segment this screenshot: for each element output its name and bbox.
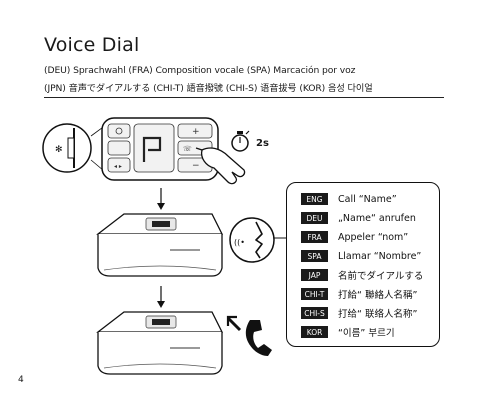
language-code: CHI-T <box>301 288 328 300</box>
flow-arrow-2 <box>157 286 165 308</box>
command-row-chi-t: CHI-T 打給“ 聯絡人名稱” <box>301 287 417 301</box>
flow-arrow-1 <box>157 188 165 210</box>
command-row-jap: JAP 名前でダイアルする <box>301 268 423 282</box>
speaker-device-1 <box>98 214 222 276</box>
command-row-fra: FRA Appeler “nom” <box>301 230 408 244</box>
svg-text:☏: ☏ <box>183 145 192 153</box>
language-code: ENG <box>301 193 328 205</box>
command-row-kor: KOR “이름” 부르기 <box>301 325 395 339</box>
command-row-spa: SPA Llamar “Nombre” <box>301 249 421 263</box>
language-code: FRA <box>301 231 328 243</box>
command-row-chi-s: CHI-S 打给“ 联络人名称” <box>301 306 417 320</box>
side-button-zoom: ✻ <box>43 122 110 176</box>
svg-text:◂ ▸: ◂ ▸ <box>114 163 122 170</box>
speaker-device-2 <box>98 312 222 374</box>
svg-text:((•: ((• <box>234 238 245 247</box>
language-code: KOR <box>301 326 328 338</box>
language-code: CHI-S <box>301 307 328 319</box>
stopwatch-icon <box>232 131 249 151</box>
volume-plus-label: + <box>192 127 200 137</box>
language-code: JAP <box>301 269 328 281</box>
command-phrase: 名前でダイアルする <box>338 268 423 282</box>
language-code: SPA <box>301 250 328 262</box>
phone-call-icon <box>228 317 272 356</box>
command-phrase: Appeler “nom” <box>338 232 408 243</box>
svg-text:✻: ✻ <box>55 145 63 155</box>
language-code: DEU <box>301 212 328 224</box>
command-phrase: Call “Name” <box>338 194 397 205</box>
volume-minus-label: − <box>192 161 200 171</box>
command-row-eng: ENG Call “Name” <box>301 192 397 206</box>
command-phrase: Llamar “Nombre” <box>338 251 421 262</box>
command-phrase: “이름” 부르기 <box>338 325 395 339</box>
command-phrase: 打給“ 聯絡人名稱” <box>338 287 417 301</box>
command-phrase: „Name“ anrufen <box>338 213 416 224</box>
speaking-head-icon: ((• <box>230 218 274 262</box>
hold-time-label: 2s <box>256 138 269 149</box>
command-row-deu: DEU „Name“ anrufen <box>301 211 416 225</box>
voice-command-table: ENG Call “Name” DEU „Name“ anrufen FRA A… <box>286 182 440 347</box>
command-phrase: 打给“ 联络人名称” <box>338 306 417 320</box>
page-number: 4 <box>18 375 24 385</box>
